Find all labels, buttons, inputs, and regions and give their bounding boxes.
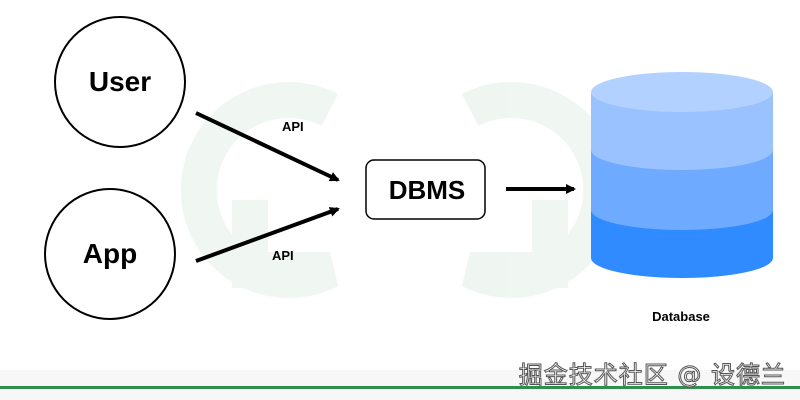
user-node-label: User — [89, 66, 151, 97]
footer-band — [0, 370, 800, 400]
app-node-label: App — [83, 238, 137, 269]
dbms-node-label: DBMS — [389, 175, 466, 205]
footer-divider — [0, 386, 800, 389]
database-label: Database — [652, 309, 710, 324]
app-node: App — [44, 188, 176, 320]
app-to-dbms-label: API — [272, 248, 294, 263]
user-to-dbms-label: API — [282, 119, 304, 134]
watermark-text: 掘金技术社区 @ 设德兰 — [518, 361, 786, 390]
dbms-node: DBMS — [365, 159, 486, 220]
user-node: User — [54, 16, 186, 148]
user-to-dbms-arrow — [195, 111, 340, 182]
database-cylinder-icon — [591, 72, 773, 278]
app-to-dbms-arrow — [195, 207, 340, 263]
